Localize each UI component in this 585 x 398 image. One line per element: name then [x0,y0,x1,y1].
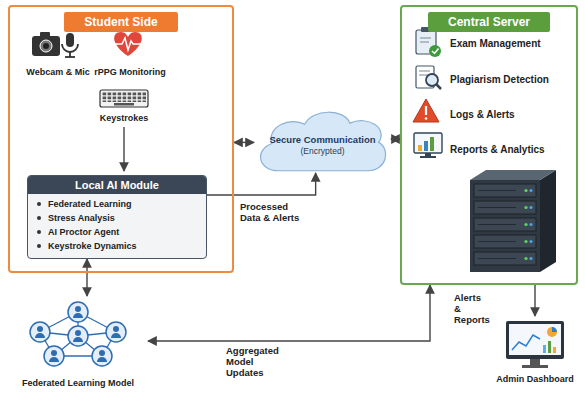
connector-label: Aggregated Model Updates [224,345,281,378]
connector-label: Processed Data & Alerts [238,201,308,223]
connector-label: Alerts & Reports [452,292,492,325]
keyboard-icon [100,90,148,107]
cloud-subtitle: (Encrypted) [301,146,345,156]
keystroke-arrow [123,127,124,171]
icon-caption: Federated Learning Model [8,378,148,388]
module-box: Local AI ModuleFederated LearningStress … [27,175,207,259]
alert-icon [413,99,439,122]
list-item: AI Proctor Agent [32,225,206,239]
connector-arrow [234,142,254,143]
panel-heading: Student Side [64,12,177,32]
icon-node: Federated Learning Model [8,296,148,394]
connector-arrow [391,138,400,139]
list-item: Stress Analysis [32,211,206,225]
student-panel: Student SideLocal AI ModuleFederated Lea… [8,5,234,273]
connector-arrow [148,285,430,341]
heart-rppg-icon [114,32,142,56]
cloud-shape: Secure Communication(Encrypted) [254,105,391,173]
service-item: Reports & Analytics [450,144,545,155]
plagiarism-icon [416,66,441,89]
icon-node: Admin Dashboard [490,316,580,394]
service-item: Plagiarism Detection [450,74,549,85]
connector-arrow [534,285,535,316]
service-item: Logs & Alerts [450,109,515,120]
mic-icon [62,33,78,57]
icon-label: Keystrokes [94,113,154,123]
icon-label: rPPG Monitoring [90,67,170,77]
icon-caption: Admin Dashboard [490,374,580,384]
server-rack [470,170,556,272]
list-item: Federated Learning [32,197,206,211]
dashboard-monitor-icon [506,321,564,368]
analytics-icon [414,133,442,158]
connector-arrow [207,173,316,195]
cloud-title: Secure Communication [269,134,375,145]
panel-heading: Central Server [428,12,550,32]
webcam-icon [32,32,60,56]
connector-arrow [86,259,87,296]
icon-label: Webcam & Mic [22,67,94,77]
server-panel: Central ServerExam ManagementPlagiarism … [400,5,578,285]
service-item: Exam Management [450,38,541,49]
federated-network-icon [30,302,126,366]
list-item: Keystroke Dynamics [32,239,206,253]
module-heading: Local AI Module [28,176,206,194]
